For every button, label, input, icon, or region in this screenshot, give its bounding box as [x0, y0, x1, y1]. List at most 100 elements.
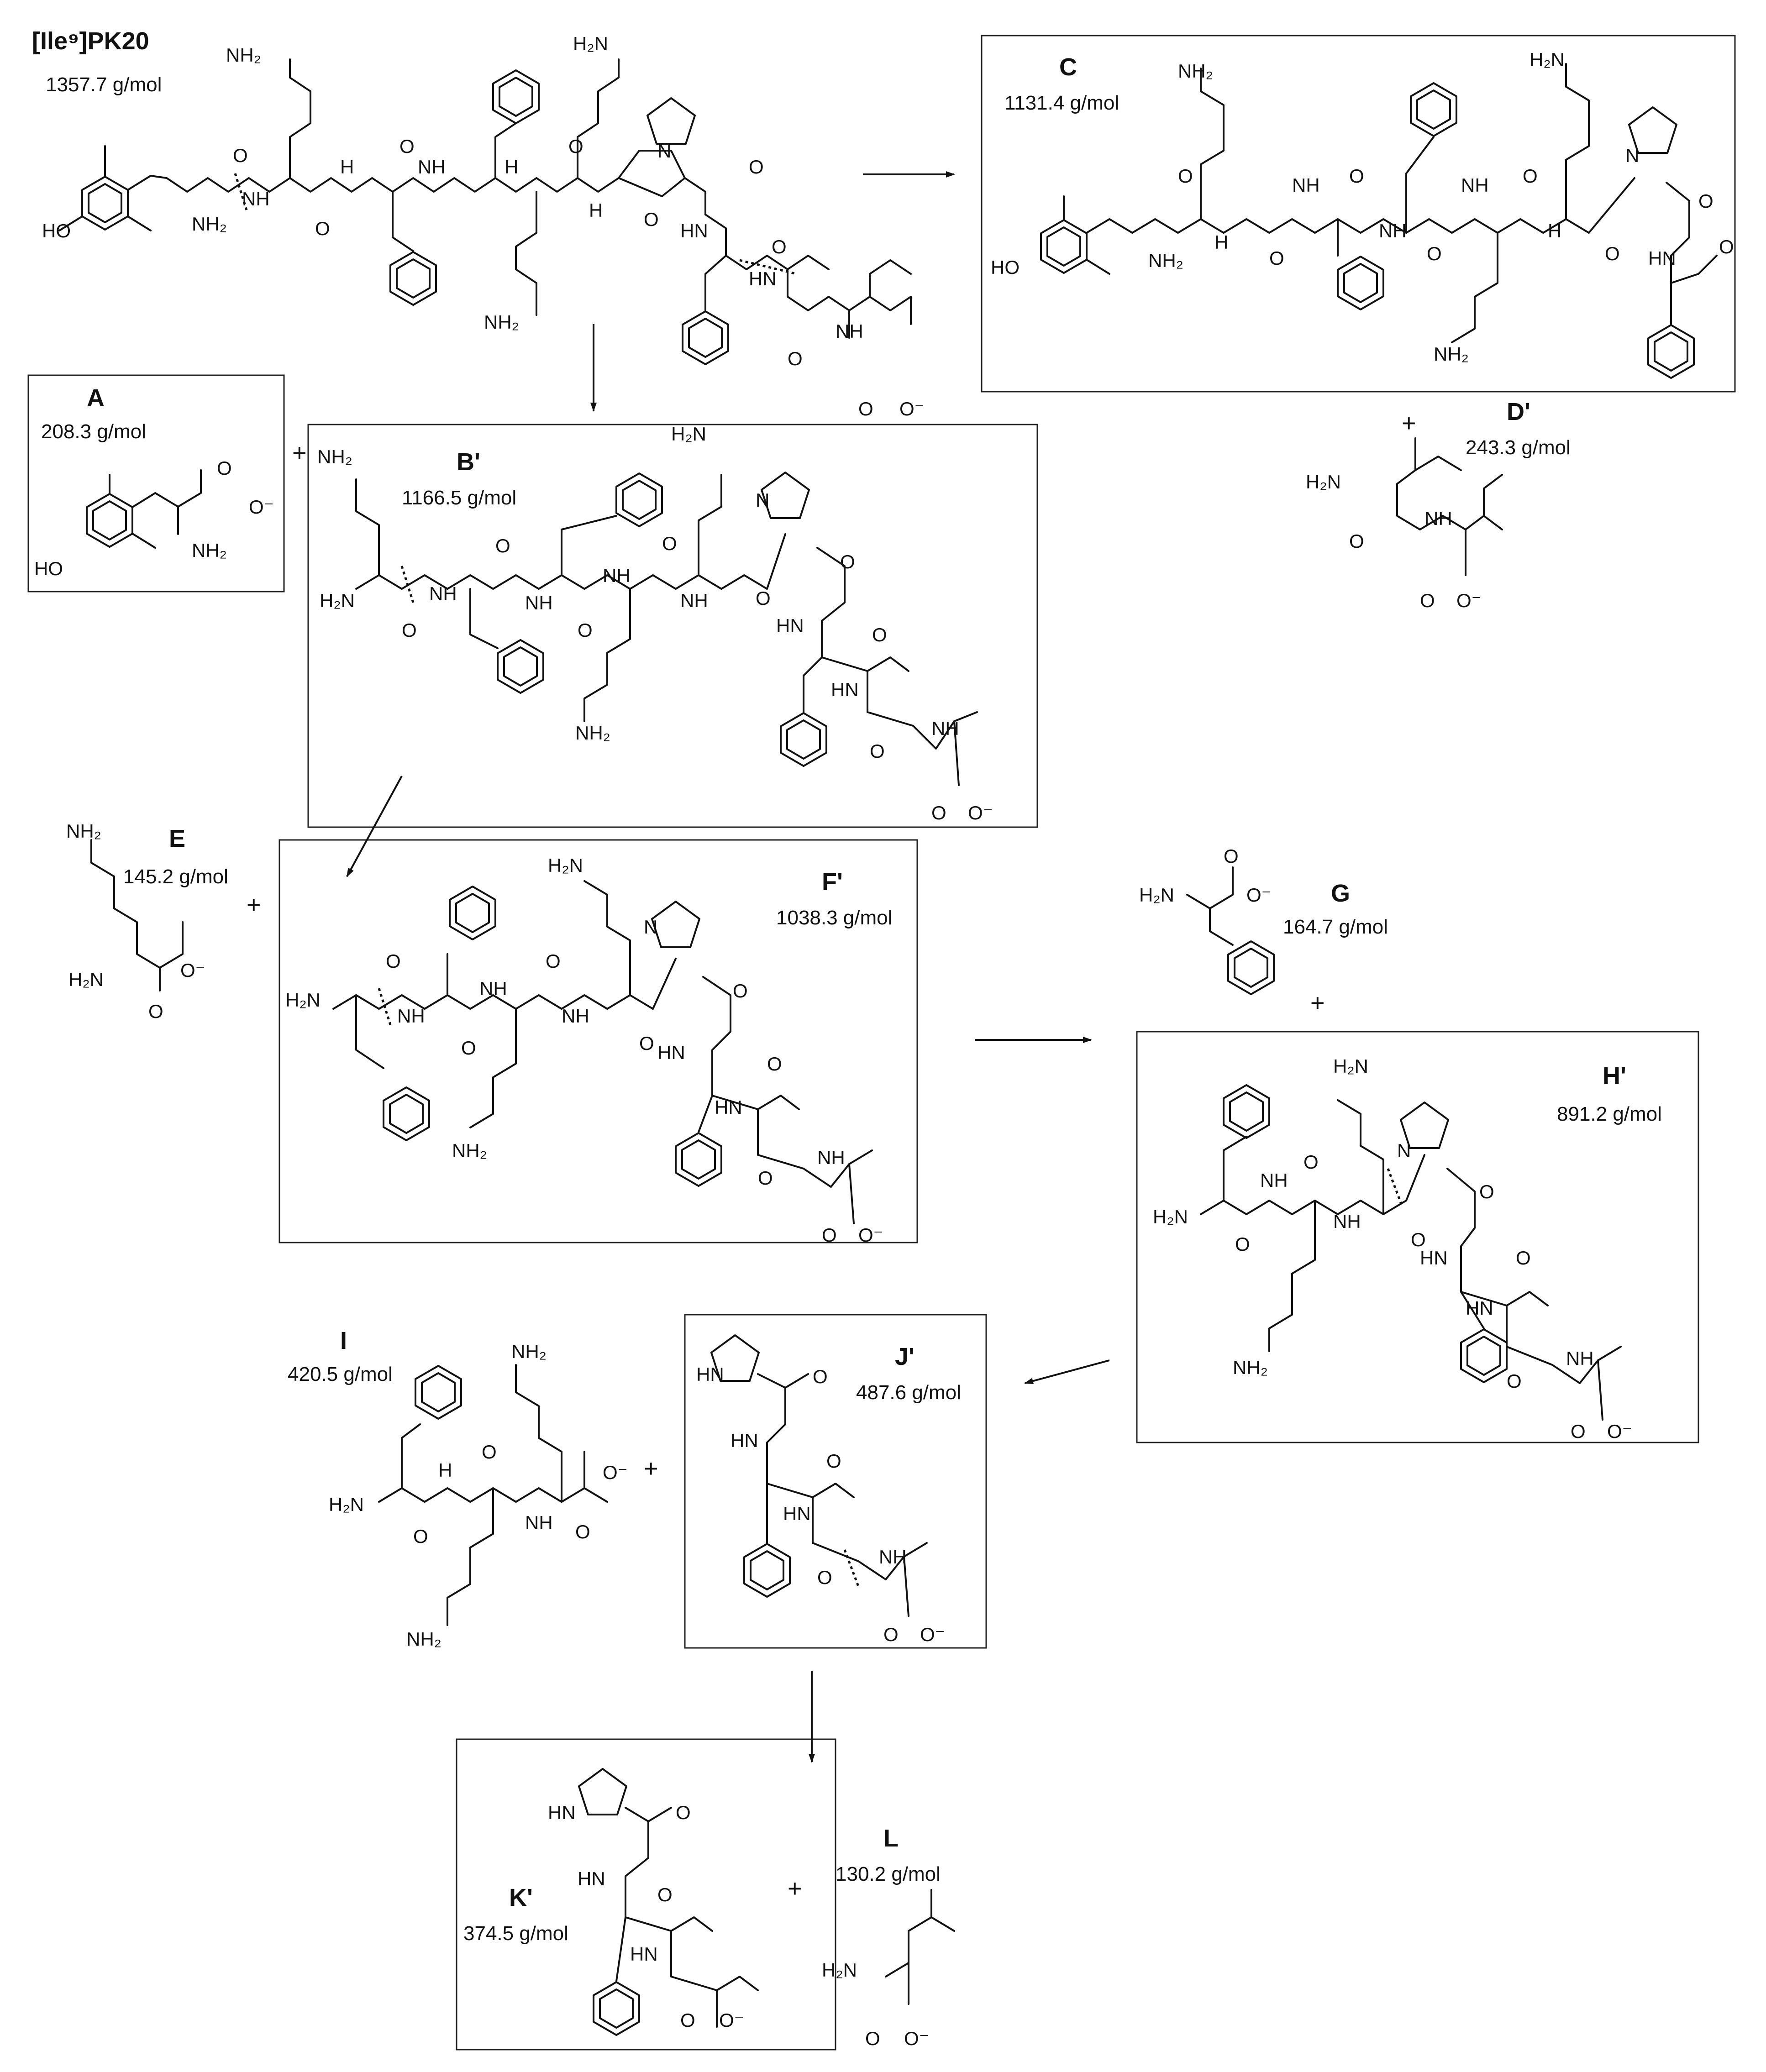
svg-text:H: H — [340, 156, 354, 178]
svg-text:H': H' — [1603, 1062, 1626, 1090]
svg-text:O: O — [413, 1526, 428, 1547]
svg-text:NH: NH — [1461, 174, 1489, 196]
svg-text:NH₂: NH₂ — [452, 1140, 487, 1161]
svg-text:NH₂: NH₂ — [511, 1341, 547, 1362]
svg-text:H₂N: H₂N — [1306, 471, 1341, 493]
svg-text:O⁻: O⁻ — [968, 802, 993, 824]
plus-K-L: + — [788, 1875, 802, 1902]
svg-text:I: I — [340, 1327, 347, 1354]
svg-text:H₂N: H₂N — [285, 989, 321, 1011]
svg-text:O: O — [813, 1366, 828, 1387]
svg-text:O: O — [1698, 190, 1713, 212]
svg-text:O: O — [639, 1033, 654, 1054]
svg-text:H: H — [438, 1459, 452, 1481]
svg-text:H₂N: H₂N — [1139, 884, 1174, 906]
fragment-C: C 1131.4 g/mol HO NH₂ NH₂ H₂N NH₂ H NH N… — [991, 49, 1734, 379]
svg-text:+: + — [1402, 409, 1416, 437]
svg-text:O: O — [872, 624, 887, 645]
svg-text:O: O — [1349, 530, 1364, 552]
svg-text:H₂N: H₂N — [320, 590, 355, 611]
svg-text:208.3 g/mol: 208.3 g/mol — [41, 420, 146, 443]
svg-text:HN: HN — [783, 1503, 811, 1524]
svg-text:NH: NH — [479, 978, 507, 999]
svg-text:O: O — [495, 535, 510, 556]
svg-text:O: O — [1269, 247, 1284, 269]
svg-text:O: O — [676, 1802, 691, 1823]
fragment-J: J' 487.6 g/mol HN O HN O HN O NH O O⁻ — [696, 1334, 961, 1645]
svg-text:D': D' — [1507, 398, 1530, 425]
svg-text:HN: HN — [731, 1430, 758, 1451]
svg-text:O: O — [826, 1450, 841, 1472]
svg-text:O: O — [840, 551, 855, 572]
svg-text:891.2 g/mol: 891.2 g/mol — [1557, 1103, 1662, 1125]
svg-text:O: O — [575, 1521, 590, 1542]
svg-text:O⁻: O⁻ — [899, 398, 925, 420]
svg-text:O: O — [482, 1441, 497, 1463]
svg-text:HN: HN — [831, 679, 859, 700]
fragment-F: F' 1038.3 g/mol H₂N H₂N NH₂ NH NH NH N O… — [285, 855, 892, 1246]
box-H — [1136, 1031, 1699, 1443]
svg-text:O⁻: O⁻ — [1607, 1421, 1632, 1442]
svg-text:145.2 g/mol: 145.2 g/mol — [123, 866, 228, 888]
svg-text:O: O — [865, 2028, 880, 2049]
svg-text:NH: NH — [525, 592, 553, 614]
svg-text:O: O — [733, 980, 748, 1002]
svg-text:H: H — [505, 156, 518, 178]
svg-text:H₂N: H₂N — [1153, 1206, 1188, 1227]
svg-text:NH: NH — [429, 583, 457, 604]
svg-text:+: + — [644, 1455, 658, 1482]
svg-text:NH₂: NH₂ — [226, 44, 261, 66]
svg-text:1038.3 g/mol: 1038.3 g/mol — [776, 907, 892, 929]
svg-text:H₂N: H₂N — [1529, 49, 1565, 70]
svg-text:NH: NH — [242, 188, 270, 210]
svg-text:HN: HN — [548, 1802, 576, 1823]
svg-text:HN: HN — [578, 1868, 605, 1889]
svg-text:H₂N: H₂N — [822, 1959, 857, 1981]
svg-text:O: O — [315, 218, 330, 239]
fragment-L: L 130.2 g/mol H₂N O O⁻ — [822, 1825, 955, 2049]
svg-text:N: N — [1397, 1140, 1411, 1161]
svg-text:HO: HO — [991, 257, 1020, 278]
svg-text:O⁻: O⁻ — [719, 2009, 744, 2031]
svg-text:NH₂: NH₂ — [575, 722, 610, 744]
box-B — [307, 424, 1038, 828]
svg-text:O: O — [546, 950, 561, 972]
svg-text:HN: HN — [657, 1042, 685, 1063]
svg-text:F': F' — [822, 868, 843, 896]
svg-text:NH: NH — [1333, 1211, 1361, 1232]
svg-text:O: O — [1420, 590, 1435, 611]
svg-text:O: O — [1507, 1370, 1522, 1392]
svg-text:1166.5 g/mol: 1166.5 g/mol — [402, 487, 516, 509]
svg-text:C: C — [1059, 53, 1077, 81]
svg-text:O: O — [233, 145, 248, 166]
svg-text:NH₂: NH₂ — [66, 820, 101, 842]
svg-text:420.5 g/mol: 420.5 g/mol — [288, 1363, 393, 1385]
svg-text:NH: NH — [562, 1005, 589, 1027]
svg-text:NH₂: NH₂ — [1148, 250, 1183, 271]
svg-text:K': K' — [509, 1884, 533, 1911]
svg-text:HN: HN — [696, 1364, 724, 1385]
svg-text:L: L — [883, 1825, 899, 1852]
svg-text:H₂N: H₂N — [1333, 1055, 1368, 1077]
svg-text:N: N — [1625, 145, 1639, 166]
box-A — [27, 374, 285, 593]
fragment-E: E 145.2 g/mol NH₂ H₂N O O⁻ — [66, 820, 228, 1022]
svg-text:H₂N: H₂N — [68, 969, 104, 990]
svg-text:O⁻: O⁻ — [904, 2028, 929, 2049]
plus-A-B: + — [292, 439, 307, 467]
svg-text:O⁻: O⁻ — [603, 1462, 628, 1483]
svg-text:NH: NH — [525, 1512, 553, 1533]
svg-text:O: O — [1303, 1151, 1319, 1173]
svg-text:O: O — [1427, 243, 1442, 264]
svg-text:O: O — [931, 802, 946, 824]
peptide-mass: 1357.7 g/mol — [46, 73, 162, 96]
svg-text:NH₂: NH₂ — [192, 540, 227, 561]
box-C — [981, 35, 1736, 393]
svg-text:N: N — [657, 140, 671, 162]
svg-text:O: O — [1235, 1233, 1250, 1255]
svg-text:O: O — [1516, 1247, 1531, 1269]
svg-text:O: O — [402, 619, 417, 641]
fragment-I: I 420.5 g/mol H₂N NH₂ NH₂ H NH O O O O⁻ … — [288, 1327, 658, 1650]
svg-text:O: O — [788, 348, 803, 369]
